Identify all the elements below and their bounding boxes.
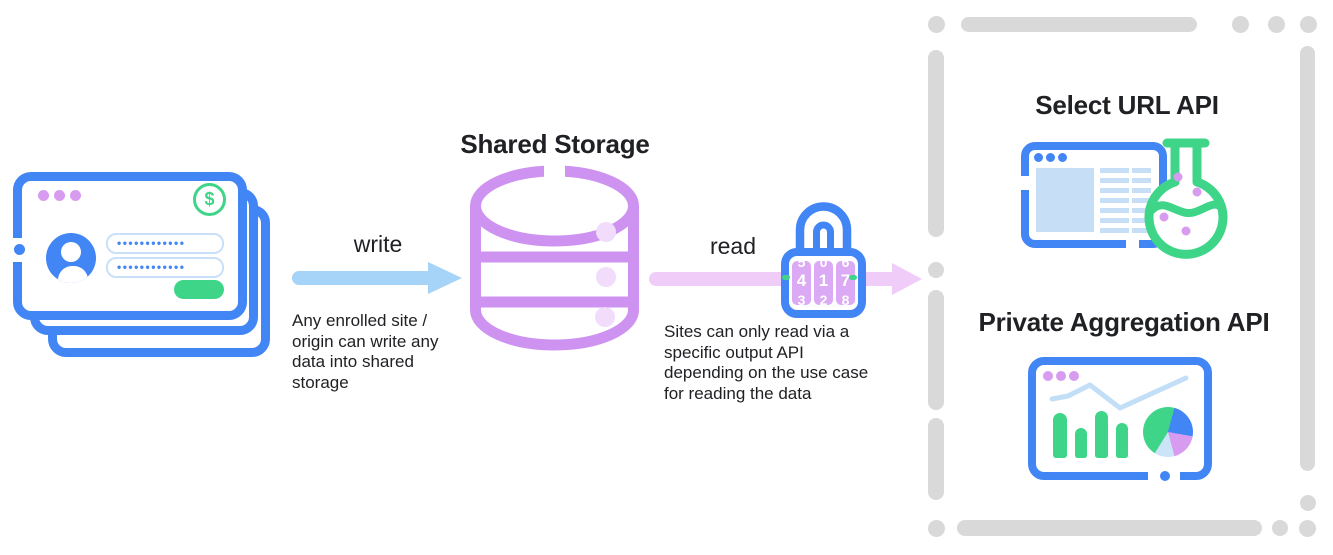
lock-wheel: 5 4 3 [792, 261, 811, 305]
border-dash [1300, 46, 1315, 471]
lock-wheel: 0 1 2 [814, 261, 833, 305]
write-note: Any enrolled site / origin can write any… [292, 311, 438, 393]
write-note-line: Any enrolled site / [292, 311, 428, 330]
read-note-line: for reading the data [664, 383, 812, 403]
window-control-dot [1057, 152, 1067, 162]
border-dash [928, 290, 944, 410]
window-control-dot [1069, 371, 1079, 381]
window-control-dot [69, 189, 81, 201]
text-lines-column [1100, 168, 1129, 233]
write-label: write [353, 231, 403, 257]
border-dash [961, 17, 1197, 32]
wheel-digit-bottom: 2 [819, 292, 828, 305]
wheel-digit-top: 0 [819, 261, 828, 270]
dollar-symbol: $ [204, 189, 215, 209]
border-dot [1268, 16, 1285, 33]
window-border-gap [1019, 176, 1029, 190]
border-dot [1300, 16, 1317, 33]
select-url-browser-icon [1021, 142, 1167, 248]
window-control-dot [1045, 152, 1055, 162]
bar-chart-bar [1053, 413, 1067, 458]
read-note: Sites can only read via a specific outpu… [664, 322, 868, 404]
line-chart [1049, 375, 1189, 411]
select-url-api-title: Select URL API [1035, 90, 1219, 120]
bar-chart-bar [1095, 411, 1108, 458]
wheel-digit-bottom: 3 [797, 292, 806, 305]
wheel-digit-top: 6 [841, 261, 850, 270]
wheel-digit-bottom: 8 [841, 292, 850, 305]
window-control-dot [1033, 152, 1043, 162]
window-border-dot [1160, 471, 1170, 481]
submit-button [174, 280, 224, 299]
write-note-line: origin can write any [292, 331, 439, 351]
wheel-digit: 7 [840, 271, 851, 290]
window-control-dot [53, 189, 65, 201]
window-control-dot [1043, 371, 1053, 381]
bar-chart-bar [1116, 423, 1128, 458]
border-dash [957, 520, 1262, 536]
enrolled-site-login-window: $ •••••••••••• •••••••••••• [13, 172, 247, 320]
avatar-shoulders [58, 266, 88, 283]
border-dot [928, 16, 945, 33]
read-note-line: Sites can only read via a [664, 322, 850, 341]
border-dot [1299, 520, 1316, 537]
read-note-line: depending on the use case [664, 363, 869, 382]
masked-input-2: •••••••••••• [106, 257, 224, 278]
window-border-dot [1140, 240, 1148, 248]
border-dash [928, 50, 944, 237]
border-dot [1232, 16, 1249, 33]
border-dot [928, 520, 945, 537]
content-block [1036, 168, 1094, 232]
read-label: read [709, 233, 757, 259]
border-dot [1300, 495, 1316, 511]
text-lines-column [1132, 168, 1151, 233]
window-control-dot [1056, 371, 1066, 381]
border-dot [928, 262, 944, 278]
lock-shackle [795, 202, 852, 253]
write-note-line: data into shared [292, 352, 414, 371]
border-dot [1272, 520, 1288, 536]
wheel-digit: 4 [796, 271, 807, 290]
lock-tick-left [782, 275, 790, 280]
window-control-dot [37, 189, 49, 201]
wheel-digit-top: 5 [797, 261, 806, 270]
write-note-line: storage [292, 372, 349, 392]
border-dash [928, 418, 944, 500]
write-arrow [292, 262, 462, 294]
combination-lock-icon: 5 4 3 0 1 2 6 7 8 [781, 248, 866, 318]
database-icon [470, 161, 639, 351]
masked-value: •••••••••••• [117, 236, 186, 250]
lock-wheel: 6 7 8 [836, 261, 855, 305]
user-avatar-icon [46, 233, 96, 283]
private-aggregation-api-title: Private Aggregation API [978, 307, 1270, 337]
bar-chart-bar [1075, 428, 1087, 458]
lock-tick-right [849, 275, 857, 280]
flask-icon [1144, 138, 1228, 259]
shared-storage-title: Shared Storage [460, 129, 650, 159]
window-border-gap [1126, 239, 1139, 249]
pie-chart [1143, 407, 1193, 457]
avatar-head [61, 242, 81, 262]
dollar-badge-icon: $ [193, 183, 226, 216]
wheel-digit: 1 [818, 271, 829, 290]
read-note-line: specific output API [664, 342, 804, 362]
window-border-dot [14, 244, 25, 255]
masked-value: •••••••••••• [117, 260, 186, 274]
masked-input-1: •••••••••••• [106, 233, 224, 254]
